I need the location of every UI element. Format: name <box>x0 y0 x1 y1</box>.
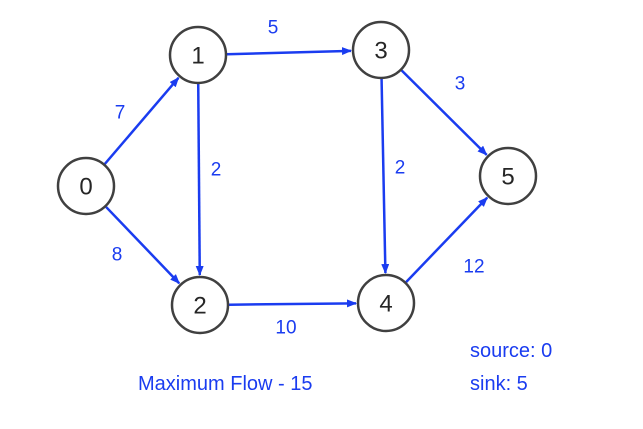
edge-1-3 <box>226 47 353 56</box>
node-3: 3 <box>351 20 411 80</box>
node-circle-0 <box>56 156 116 216</box>
edge-2-4 <box>228 299 358 308</box>
node-circle-1 <box>168 25 228 85</box>
edge-0-2 <box>105 206 181 285</box>
edge-1-2 <box>195 83 204 277</box>
edge-4-5 <box>405 196 489 283</box>
edge-capacity-3-5: 3 <box>455 74 466 95</box>
node-label-4: 4 <box>379 291 392 318</box>
node-4: 4 <box>356 273 416 333</box>
edge-3-5 <box>400 69 488 156</box>
node-circle-2 <box>170 275 230 335</box>
node-circle-3 <box>351 20 411 80</box>
node-label-0: 0 <box>79 174 92 201</box>
node-circle-4 <box>356 273 416 333</box>
edge-0-1 <box>103 76 180 165</box>
edge-capacity-3-4: 2 <box>395 158 406 179</box>
node-1: 1 <box>168 25 228 85</box>
source-label: source: 0 <box>470 340 552 362</box>
node-circle-5 <box>478 146 538 206</box>
node-label-1: 1 <box>191 43 204 70</box>
node-2: 2 <box>170 275 230 335</box>
edge-capacity-2-4: 10 <box>275 318 296 339</box>
sink-label: sink: 5 <box>470 373 528 395</box>
node-0: 0 <box>56 156 116 216</box>
node-label-3: 3 <box>374 38 387 65</box>
edge-capacity-4-5: 12 <box>463 257 484 278</box>
edge-3-4 <box>380 78 390 275</box>
node-5: 5 <box>478 146 538 206</box>
edge-capacity-1-3: 5 <box>268 18 279 39</box>
edge-capacity-1-2: 2 <box>211 160 222 181</box>
edge-capacity-0-2: 8 <box>112 245 123 266</box>
edge-capacity-0-1: 7 <box>115 103 126 124</box>
node-label-2: 2 <box>193 293 206 320</box>
node-label-5: 5 <box>501 164 514 191</box>
max-flow-caption: Maximum Flow - 15 <box>138 373 312 395</box>
